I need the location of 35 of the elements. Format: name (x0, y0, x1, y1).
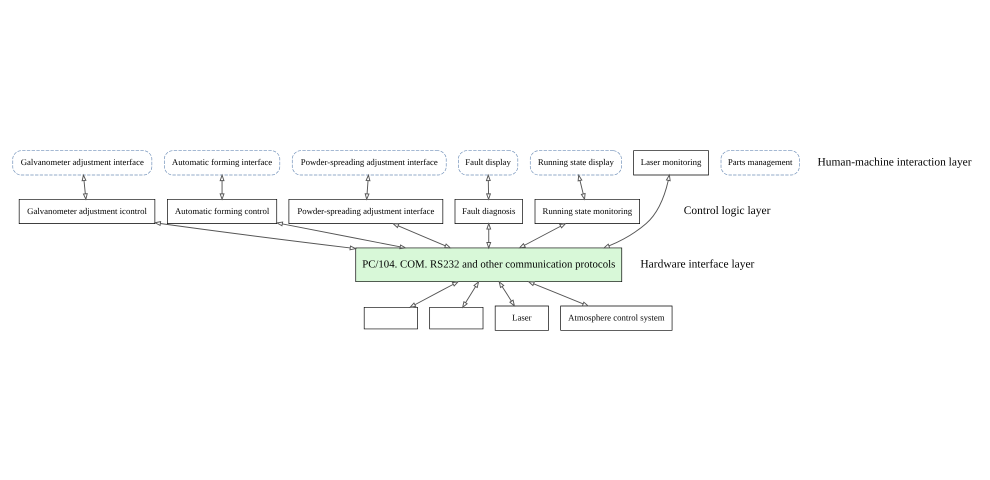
arrow (276, 220, 407, 249)
node-box: Parts management (720, 150, 800, 175)
label: Control logic layer (684, 204, 770, 217)
node-box: Powder-spreading adjustment interface (292, 150, 447, 175)
node-box: Galvanometer adjustment icontrol (18, 198, 156, 224)
node-box: Fault diagnosis (454, 198, 523, 224)
arrow (154, 220, 358, 250)
node-box: Automatic forming control (167, 198, 278, 224)
node-box: Laser (494, 305, 549, 330)
arrow (486, 222, 492, 249)
arrow (408, 280, 460, 308)
label: Hardware interface layer (640, 258, 754, 270)
node-box: Atmosphere control system (560, 305, 672, 330)
arrow (82, 173, 88, 200)
arrow (462, 280, 480, 308)
arrow (392, 222, 452, 248)
arrow (220, 173, 225, 200)
arrow (498, 280, 516, 306)
arrow (578, 173, 586, 200)
node-box: PC/104. COM. RS232 and other communication protocols (355, 247, 622, 282)
arrow (486, 173, 492, 200)
node-box (429, 306, 484, 329)
node-box (364, 306, 418, 329)
arrow (602, 173, 671, 248)
node-box: Powder-spreading adjustment interface (288, 198, 444, 224)
node-box: Automatic forming interface (164, 150, 280, 175)
arrow (518, 222, 567, 248)
node-box: Running state display (530, 150, 622, 175)
node-box: Galvanometer adjustment interface (12, 150, 152, 175)
node-box: Laser monitoring (633, 150, 709, 175)
node-box: Fault display (458, 150, 518, 175)
label: Human-machine interaction layer (817, 156, 972, 168)
node-box: Running state monitoring (534, 198, 640, 224)
arrow (364, 173, 371, 200)
arrow (527, 280, 590, 306)
